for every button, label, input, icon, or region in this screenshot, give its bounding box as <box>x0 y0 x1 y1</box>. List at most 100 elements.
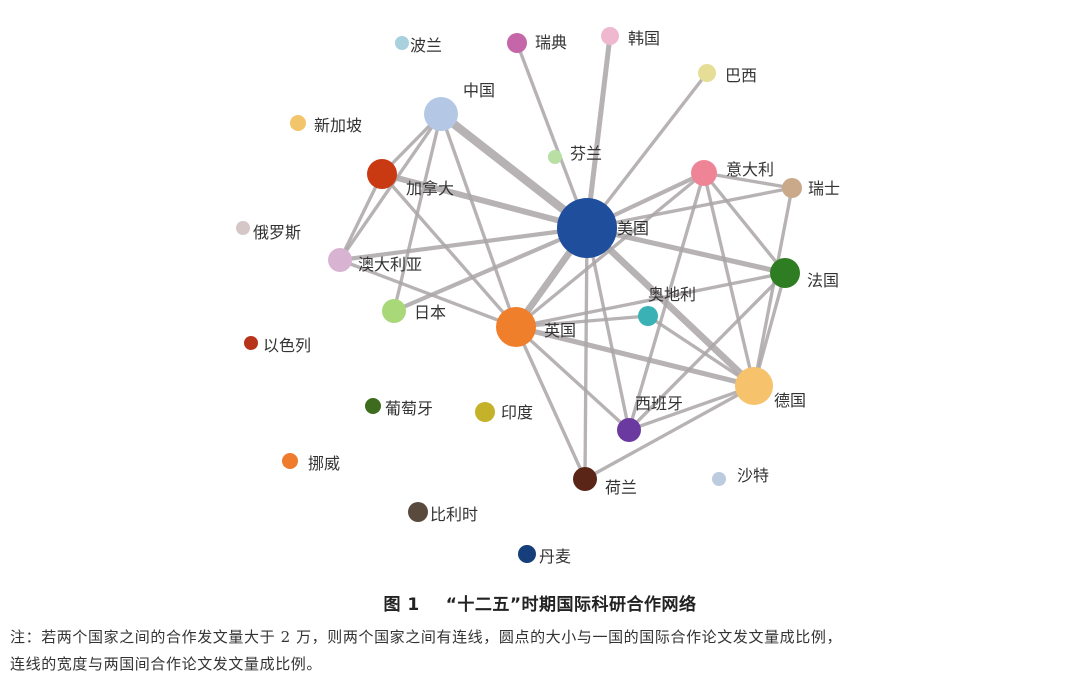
node-label-norway: 挪威 <box>308 454 340 473</box>
node-label-sweden: 瑞典 <box>535 33 567 52</box>
edge-usa-germany <box>583 224 758 390</box>
node-netherlands: 荷兰 <box>573 467 637 497</box>
edge-uk-spain <box>514 325 631 432</box>
node-label-finland: 芬兰 <box>570 144 602 163</box>
node-circle-japan <box>382 299 406 323</box>
node-sweden: 瑞典 <box>507 33 567 53</box>
figure-note: 注：若两个国家之间的合作发文量大于 2 万，则两个国家之间有连线，圆点的大小与一… <box>10 624 1074 678</box>
note-line-1: 注：若两个国家之间的合作发文量大于 2 万，则两个国家之间有连线，圆点的大小与一… <box>10 628 843 646</box>
node-japan: 日本 <box>382 299 446 323</box>
edge-usa-netherlands <box>583 226 589 481</box>
node-circle-usa <box>557 198 617 258</box>
figure-number: 图 1 <box>383 595 420 615</box>
edge-usa-china <box>436 109 592 233</box>
edge-uk-austria <box>514 314 650 329</box>
edge-canada-australia <box>338 172 384 262</box>
node-circle-austria <box>638 306 658 326</box>
node-circle-singapore <box>290 115 306 131</box>
node-circle-brazil <box>698 64 716 82</box>
node-russia: 俄罗斯 <box>236 221 301 242</box>
edge-germany-spain <box>627 384 756 432</box>
node-circle-france <box>770 258 800 288</box>
edge-germany-austria <box>646 314 756 388</box>
node-label-singapore: 新加坡 <box>314 116 362 135</box>
node-israel: 以色列 <box>244 336 311 355</box>
edge-france-italy <box>702 171 787 275</box>
edge-usa-brazil <box>585 71 709 230</box>
node-circle-finland <box>548 150 562 164</box>
figure-title: “十二五”时期国际科研合作网络 <box>445 595 697 615</box>
edges-layer <box>337 33 794 481</box>
node-belgium: 比利时 <box>408 502 478 524</box>
node-uk: 英国 <box>496 307 576 347</box>
node-circle-italy <box>691 160 717 186</box>
node-circle-spain <box>617 418 641 442</box>
node-circle-belgium <box>408 502 428 522</box>
edge-france-spain <box>627 271 787 432</box>
node-germany: 德国 <box>735 367 806 410</box>
node-label-usa: 美国 <box>617 219 649 238</box>
node-circle-israel <box>244 336 258 350</box>
node-label-austria: 奥地利 <box>648 285 696 304</box>
edge-uk-australia <box>338 258 518 329</box>
node-circle-netherlands <box>573 467 597 491</box>
note-line-2: 连线的宽度与两国间合作论文发文量成比例。 <box>10 655 323 673</box>
node-france: 法国 <box>770 258 839 290</box>
node-label-japan: 日本 <box>414 303 446 322</box>
node-label-poland: 波兰 <box>410 36 442 55</box>
node-circle-china <box>424 97 458 131</box>
node-label-china: 中国 <box>463 81 495 100</box>
node-poland: 波兰 <box>395 36 442 55</box>
edge-usa-korea <box>584 33 613 231</box>
node-label-uk: 英国 <box>544 321 576 340</box>
node-india: 印度 <box>475 402 533 422</box>
node-china: 中国 <box>424 81 495 131</box>
node-circle-norway <box>282 453 298 469</box>
node-finland: 芬兰 <box>548 144 602 164</box>
edge-usa-france <box>584 225 788 276</box>
node-korea: 韩国 <box>601 27 660 48</box>
node-canada: 加拿大 <box>367 159 454 198</box>
node-label-portugal: 葡萄牙 <box>385 399 433 418</box>
node-circle-canada <box>367 159 397 189</box>
node-circle-korea <box>601 27 619 45</box>
edge-usa-australia <box>337 225 590 263</box>
node-label-switzerland: 瑞士 <box>808 179 840 198</box>
node-usa: 美国 <box>557 198 649 258</box>
node-label-australia: 澳大利亚 <box>358 255 422 274</box>
node-circle-sweden <box>507 33 527 53</box>
node-spain: 西班牙 <box>617 394 683 442</box>
node-label-israel: 以色列 <box>263 336 311 355</box>
edge-china-australia <box>338 112 443 262</box>
node-label-netherlands: 荷兰 <box>605 478 637 497</box>
node-label-canada: 加拿大 <box>406 179 454 198</box>
node-label-denmark: 丹麦 <box>539 547 571 566</box>
node-circle-portugal <box>365 398 381 414</box>
node-italy: 意大利 <box>691 160 774 186</box>
edge-uk-china <box>439 112 518 329</box>
node-brazil: 巴西 <box>698 64 757 85</box>
node-circle-india <box>475 402 495 422</box>
edge-germany-italy <box>702 171 756 388</box>
node-circle-switzerland <box>782 178 802 198</box>
edge-italy-spain <box>627 171 706 432</box>
edge-germany-netherlands <box>583 384 756 481</box>
edge-uk-italy <box>514 171 706 329</box>
edge-italy-switzerland <box>702 171 794 190</box>
node-label-italy: 意大利 <box>726 160 774 179</box>
node-denmark: 丹麦 <box>518 545 571 566</box>
node-circle-saudi <box>712 472 726 486</box>
edge-uk-germany <box>513 324 757 389</box>
node-label-korea: 韩国 <box>628 29 660 48</box>
node-singapore: 新加坡 <box>290 115 362 135</box>
node-label-spain: 西班牙 <box>635 394 683 413</box>
node-circle-poland <box>395 36 409 50</box>
node-label-russia: 俄罗斯 <box>253 223 301 242</box>
node-austria: 奥地利 <box>638 285 696 326</box>
node-portugal: 葡萄牙 <box>365 398 433 418</box>
node-circle-uk <box>496 307 536 347</box>
node-label-brazil: 巴西 <box>725 66 757 85</box>
node-label-saudi: 沙特 <box>737 466 769 485</box>
node-label-germany: 德国 <box>774 391 806 410</box>
